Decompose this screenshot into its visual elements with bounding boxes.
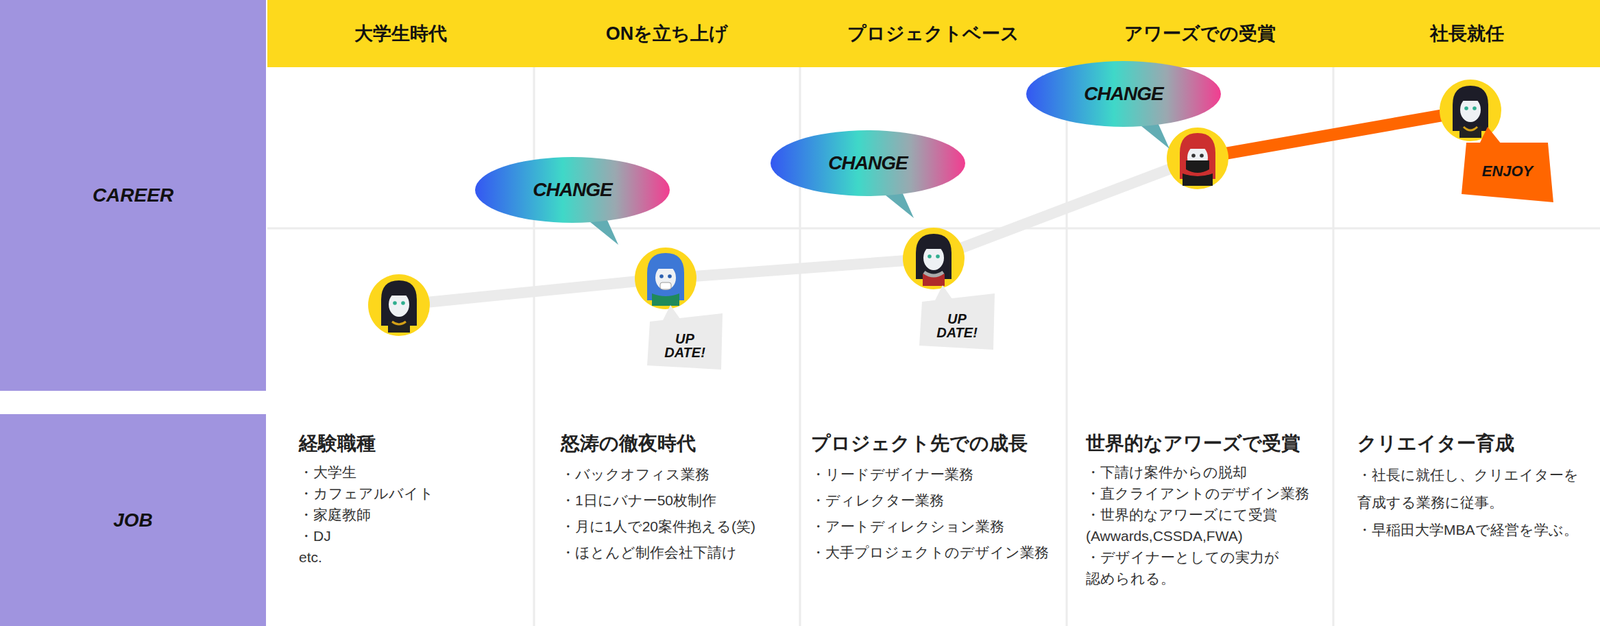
job-item: ・大手プロジェクトのデザイン業務 <box>810 539 1065 566</box>
tag-body <box>647 313 723 370</box>
job-item: ・リードデザイナー業務 <box>810 461 1065 488</box>
job-item: ・直クライアントのデザイン業務 <box>1085 482 1330 504</box>
phase-header: ONを立ち上げ <box>534 0 800 68</box>
job-column: 経験職種・大学生・カフェアルバイト・家庭教師・DJetc. <box>298 429 526 568</box>
speech-bubble: CHANGE <box>475 156 670 223</box>
job-item: ・デザイナーとしての実力が 認められる。 <box>1085 546 1330 589</box>
tag-body <box>919 293 995 350</box>
phase-title: プロジェクトベース <box>847 21 1020 46</box>
phase-title: アワーズでの受賞 <box>1124 21 1276 46</box>
grid-line <box>1332 67 1335 626</box>
job-heading: クリエイター育成 <box>1357 429 1594 458</box>
phase-header: アワーズでの受賞 <box>1066 0 1334 68</box>
job-item: ・早稲田大学MBAで経営を学ぶ。 <box>1357 516 1594 544</box>
row-band: CAREER <box>0 0 266 391</box>
bubble-text: CHANGE <box>828 152 907 175</box>
avatar <box>902 227 965 290</box>
row-band: JOB <box>0 414 266 626</box>
update-tag: UP DATE! <box>647 311 723 370</box>
row-label: JOB <box>113 509 153 532</box>
job-item: ・ディレクター業務 <box>810 487 1065 514</box>
tag-text: UP DATE! <box>932 311 981 340</box>
job-item: ・社長に就任し、クリエイターを 育成する業務に従事。 <box>1357 461 1594 517</box>
phase-header: 社長就任 <box>1333 0 1600 68</box>
job-item: ・家庭教師 <box>298 503 526 526</box>
speech-bubble: CHANGE <box>770 130 966 197</box>
grid-line <box>533 67 536 626</box>
job-heading: 経験職種 <box>298 429 526 458</box>
phase-header: プロジェクトベース <box>800 0 1067 68</box>
phase-title: ONを立ち上げ <box>605 21 729 46</box>
bubble-ellipse <box>1026 61 1221 127</box>
grid-line <box>1065 67 1069 626</box>
phase-title: 社長就任 <box>1429 21 1505 46</box>
avatar <box>1439 79 1502 142</box>
update-tag: UP DATE! <box>919 292 995 350</box>
enjoy-tag: ENJOY <box>1461 140 1554 203</box>
enjoy-body <box>1461 142 1554 203</box>
job-item: ・1日にバナー50枚制作 <box>560 487 798 514</box>
job-item: ・大学生 <box>298 461 526 483</box>
job-heading: 怒涛の徹夜時代 <box>560 429 798 458</box>
bubble-text: CHANGE <box>532 178 612 201</box>
job-item: ・世界的なアワーズにて受賞 (Awwards,CSSDA,FWA) <box>1085 503 1330 547</box>
avatar <box>634 247 697 310</box>
phase-title: 大学生時代 <box>354 21 447 46</box>
job-item: ・カフェアルバイト <box>298 482 526 504</box>
avatar <box>1166 127 1229 190</box>
bubble-ellipse <box>770 130 966 197</box>
tag-text: ENJOY <box>1482 162 1534 181</box>
job-column: クリエイター育成・社長に就任し、クリエイターを 育成する業務に従事。・早稲田大学… <box>1357 429 1594 544</box>
job-item: etc. <box>298 546 526 568</box>
avatar <box>368 274 430 336</box>
tag-text: UP DATE! <box>660 331 709 360</box>
job-heading: プロジェクト先での成長 <box>810 429 1065 458</box>
enjoy-tail <box>1479 126 1502 144</box>
job-column: 怒涛の徹夜時代・バックオフィス業務・1日にバナー50枚制作・月に1人で20案件抱… <box>560 429 798 566</box>
row-label: CAREER <box>92 184 174 207</box>
bubble-ellipse <box>475 156 670 223</box>
phase-header: 大学生時代 <box>267 0 535 68</box>
job-item: ・DJ <box>298 525 526 547</box>
speech-bubble: CHANGE <box>1026 61 1221 127</box>
job-column: 世界的なアワーズで受賞・下請け案件からの脱却・直クライアントのデザイン業務・世界… <box>1085 429 1330 589</box>
job-item: ・アートディレクション業務 <box>810 513 1065 540</box>
career-line-highlight <box>1197 110 1471 159</box>
job-item: ・下請け案件からの脱却 <box>1085 461 1330 483</box>
grid-lines <box>267 67 1600 626</box>
job-heading: 世界的なアワーズで受賞 <box>1085 429 1330 458</box>
job-item: ・ほとんど制作会社下請け <box>560 539 798 566</box>
bubble-text: CHANGE <box>1083 82 1163 105</box>
job-item: ・バックオフィス業務 <box>560 461 798 488</box>
job-column: プロジェクト先での成長・リードデザイナー業務・ディレクター業務・アートディレクシ… <box>810 429 1065 566</box>
job-item: ・月に1人で20案件抱える(笑) <box>560 513 798 540</box>
